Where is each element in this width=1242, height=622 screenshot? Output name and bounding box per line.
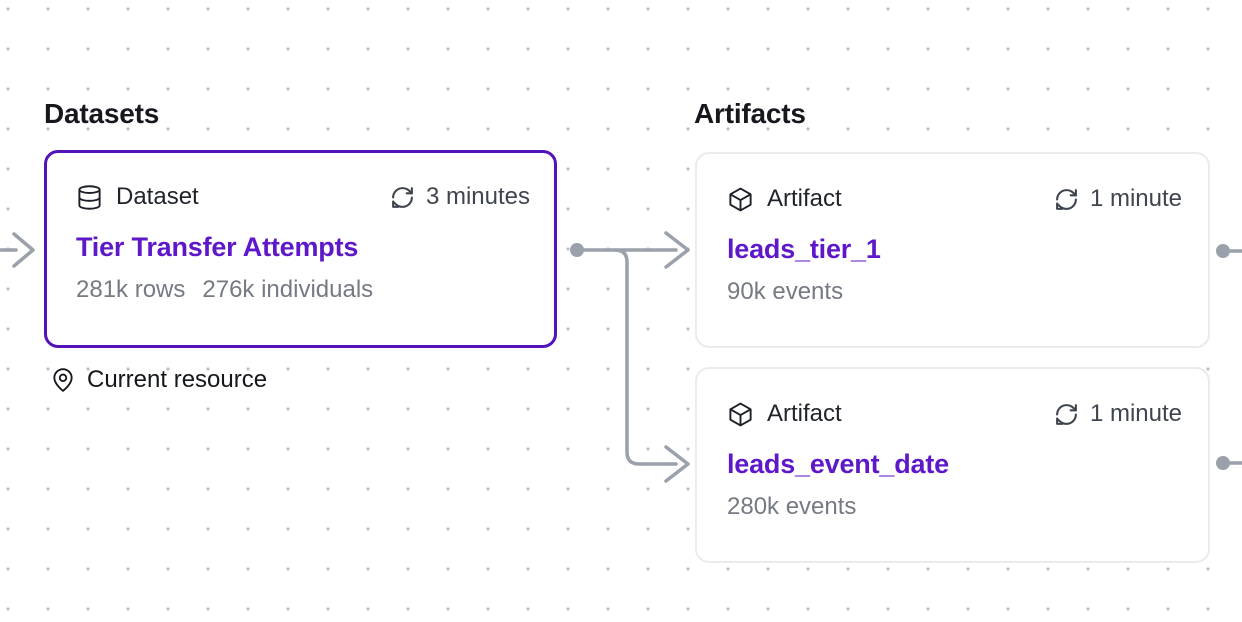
refresh-interval-label: 1 minute <box>1089 185 1182 212</box>
refresh-status: 1 minute <box>1054 185 1182 213</box>
edge-incoming-arrowhead <box>12 232 35 268</box>
dataset-individuals-stat: 276k individuals <box>202 276 374 303</box>
dataset-rows-stat: 281k rows <box>76 276 186 303</box>
handle-dataset-source <box>570 243 584 257</box>
refresh-icon <box>392 186 413 208</box>
edge-dataset-to-tier1-arrowhead <box>664 231 690 269</box>
artifact-title-link[interactable]: leads_event_date <box>727 449 949 479</box>
node-type: Artifact <box>727 185 842 213</box>
artifact-node-card[interactable]: Artifact 1 minute leads_tier_1 90k event… <box>695 152 1210 348</box>
refresh-status: 3 minutes <box>390 183 530 211</box>
artifact-node-card[interactable]: Artifact 1 minute leads_event_date 280k … <box>695 367 1210 563</box>
database-icon <box>78 184 101 210</box>
current-resource-legend: Current resource <box>50 366 267 394</box>
refresh-interval-label: 3 minutes <box>425 183 530 210</box>
current-resource-label: Current resource <box>87 366 268 393</box>
edge-dataset-to-eventdate-arrowhead <box>664 445 690 483</box>
dataset-title-link[interactable]: Tier Transfer Attempts <box>76 232 359 262</box>
artifact-stats: 280k events <box>727 493 1182 521</box>
refresh-status: 1 minute <box>1054 400 1182 428</box>
cube-icon <box>729 187 752 211</box>
card-header: Artifact 1 minute <box>727 185 1182 213</box>
artifact-events-stat: 90k events <box>727 278 844 305</box>
edge-dataset-to-eventdate-line <box>613 248 678 466</box>
datasets-heading: Datasets <box>44 98 160 129</box>
map-pin-icon <box>53 368 73 392</box>
artifact-events-stat: 280k events <box>727 493 857 520</box>
cube-icon <box>729 402 752 426</box>
card-header: Dataset 3 minutes <box>76 183 530 211</box>
node-type: Artifact <box>727 400 842 428</box>
refresh-icon <box>1056 403 1077 425</box>
handle-eventdate-source <box>1216 456 1230 470</box>
node-type-label: Dataset <box>116 183 199 210</box>
dataset-stats: 281k rows 276k individuals <box>76 276 530 304</box>
artifact-title-link[interactable]: leads_tier_1 <box>727 234 881 264</box>
refresh-interval-label: 1 minute <box>1089 400 1182 427</box>
artifacts-heading: Artifacts <box>694 98 806 129</box>
refresh-icon <box>1056 188 1077 210</box>
node-type-label: Artifact <box>767 185 842 212</box>
node-type-label: Artifact <box>767 400 842 427</box>
artifact-stats: 90k events <box>727 278 1182 306</box>
card-header: Artifact 1 minute <box>727 400 1182 428</box>
dataset-node-card[interactable]: Dataset 3 minutes Tier Transfer Attempts… <box>44 150 557 348</box>
handle-tier1-source <box>1216 244 1230 258</box>
node-type: Dataset <box>76 183 199 211</box>
